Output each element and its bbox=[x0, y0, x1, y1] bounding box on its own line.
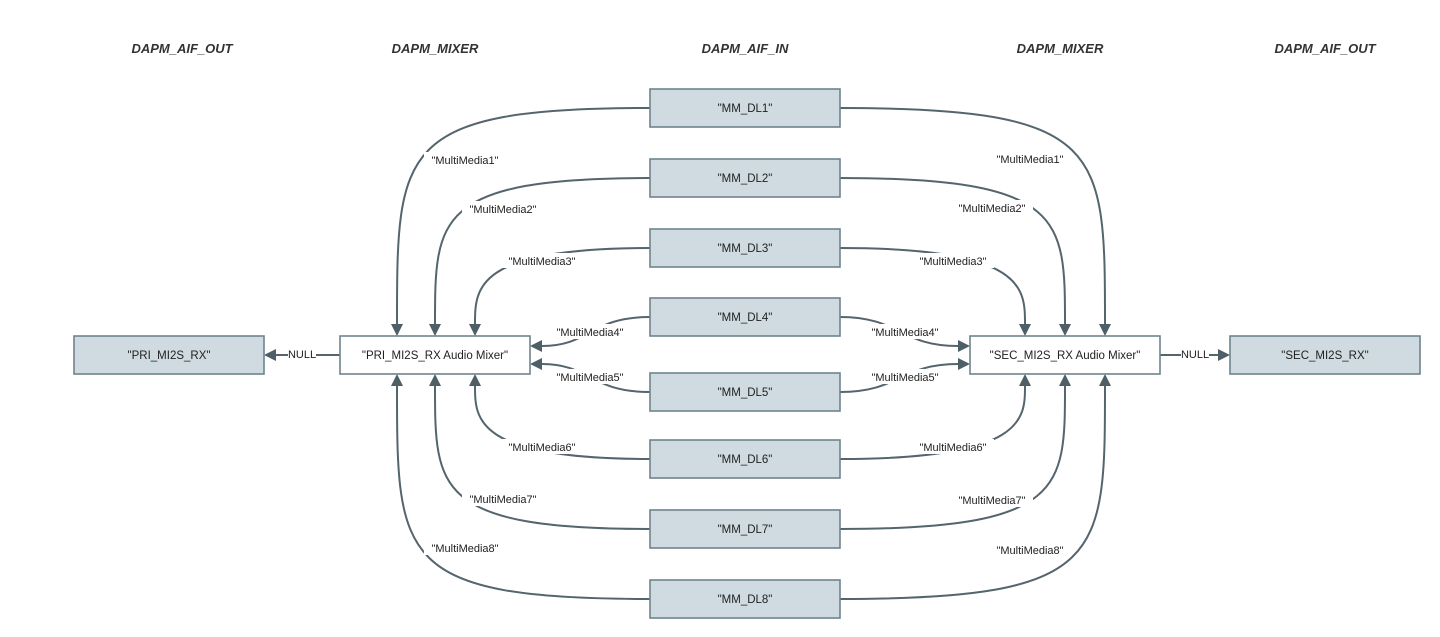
arrowhead bbox=[1099, 324, 1111, 336]
edge bbox=[839, 177, 1066, 325]
column-header: DAPM_AIF_IN bbox=[702, 41, 789, 56]
svg-text:"MultiMedia1": "MultiMedia1" bbox=[996, 154, 1063, 166]
edge-label: "MultiMedia3" bbox=[501, 253, 583, 268]
svg-text:"MultiMedia3": "MultiMedia3" bbox=[919, 256, 986, 268]
svg-text:"MultiMedia2": "MultiMedia2" bbox=[958, 203, 1025, 215]
arrowhead bbox=[1059, 324, 1071, 336]
edge-label: NULL bbox=[288, 346, 316, 361]
input-node-mm-dl7-label: "MM_DL7" bbox=[718, 524, 773, 536]
edge-label: "MultiMedia7" bbox=[951, 492, 1033, 507]
edge-label: "MultiMedia2" bbox=[462, 201, 544, 216]
input-node-mm-dl2-label: "MM_DL2" bbox=[718, 173, 773, 185]
left-mixer-node: "PRI_MI2S_RX Audio Mixer" bbox=[339, 335, 531, 375]
left-output-node: "PRI_MI2S_RX" bbox=[73, 335, 265, 375]
edge bbox=[839, 385, 1066, 530]
svg-text:"MultiMedia8": "MultiMedia8" bbox=[996, 545, 1063, 557]
left-mixer-node-label: "PRI_MI2S_RX Audio Mixer" bbox=[362, 350, 508, 362]
svg-text:"MultiMedia4": "MultiMedia4" bbox=[871, 327, 938, 339]
right-mixer-node-label: "SEC_MI2S_RX Audio Mixer" bbox=[990, 350, 1141, 362]
input-node-mm-dl5-label: "MM_DL5" bbox=[718, 387, 773, 399]
left-output-node-label: "PRI_MI2S_RX" bbox=[128, 350, 211, 362]
input-node-mm-dl3-label: "MM_DL3" bbox=[718, 243, 773, 255]
edge bbox=[474, 247, 651, 325]
arrowhead bbox=[264, 349, 276, 361]
input-node-mm-dl8-label: "MM_DL8" bbox=[718, 594, 773, 606]
input-node-mm-dl3: "MM_DL3" bbox=[649, 228, 841, 268]
arrowhead bbox=[530, 358, 542, 370]
input-node-mm-dl8: "MM_DL8" bbox=[649, 579, 841, 619]
svg-text:NULL: NULL bbox=[1181, 349, 1209, 361]
input-node-mm-dl6: "MM_DL6" bbox=[649, 439, 841, 479]
edge bbox=[839, 385, 1026, 460]
arrowhead bbox=[469, 324, 481, 336]
edge bbox=[839, 107, 1106, 325]
input-node-mm-dl7: "MM_DL7" bbox=[649, 509, 841, 549]
arrowhead bbox=[1059, 374, 1071, 386]
arrowhead bbox=[429, 374, 441, 386]
input-node-mm-dl1-label: "MM_DL1" bbox=[718, 103, 773, 115]
arrowhead bbox=[1218, 349, 1230, 361]
edge bbox=[396, 385, 651, 600]
arrowhead bbox=[429, 324, 441, 336]
edge-label: "MultiMedia4" bbox=[864, 324, 946, 339]
edge-label: "MultiMedia7" bbox=[462, 491, 544, 506]
svg-text:"MultiMedia6": "MultiMedia6" bbox=[508, 442, 575, 454]
input-node-mm-dl6-label: "MM_DL6" bbox=[718, 454, 773, 466]
arrowhead bbox=[1099, 374, 1111, 386]
edge-label: "MultiMedia5" bbox=[549, 369, 631, 384]
edge-label: "MultiMedia3" bbox=[912, 253, 994, 268]
edge-label: "MultiMedia6" bbox=[912, 439, 994, 454]
edge-label: "MultiMedia5" bbox=[864, 369, 946, 384]
input-node-mm-dl2: "MM_DL2" bbox=[649, 158, 841, 198]
edge-label: "MultiMedia4" bbox=[549, 324, 631, 339]
edge-label: "MultiMedia2" bbox=[951, 200, 1033, 215]
column-header: DAPM_MIXER bbox=[1017, 41, 1104, 56]
svg-text:NULL: NULL bbox=[288, 349, 316, 361]
svg-text:"MultiMedia3": "MultiMedia3" bbox=[508, 256, 575, 268]
arrowhead bbox=[530, 340, 542, 352]
arrowhead bbox=[958, 340, 970, 352]
column-header: DAPM_MIXER bbox=[392, 41, 479, 56]
arrowhead bbox=[469, 374, 481, 386]
arrowhead bbox=[391, 374, 403, 386]
input-node-mm-dl5: "MM_DL5" bbox=[649, 372, 841, 412]
column-header: DAPM_AIF_OUT bbox=[131, 41, 233, 56]
arrowhead bbox=[958, 358, 970, 370]
arrowhead bbox=[1019, 374, 1031, 386]
svg-text:"MultiMedia1": "MultiMedia1" bbox=[431, 155, 498, 167]
right-output-node: "SEC_MI2S_RX" bbox=[1229, 335, 1421, 375]
svg-text:"MultiMedia6": "MultiMedia6" bbox=[919, 442, 986, 454]
svg-text:"MultiMedia8": "MultiMedia8" bbox=[431, 543, 498, 555]
input-node-mm-dl1: "MM_DL1" bbox=[649, 88, 841, 128]
edge-label: "MultiMedia1" bbox=[989, 151, 1071, 166]
svg-text:"MultiMedia5": "MultiMedia5" bbox=[871, 372, 938, 384]
edge bbox=[839, 247, 1026, 325]
svg-text:"MultiMedia7": "MultiMedia7" bbox=[958, 495, 1025, 507]
right-mixer-node: "SEC_MI2S_RX Audio Mixer" bbox=[969, 335, 1161, 375]
column-header: DAPM_AIF_OUT bbox=[1274, 41, 1376, 56]
edge bbox=[839, 385, 1106, 600]
edge bbox=[434, 177, 651, 325]
edge-label: NULL bbox=[1181, 346, 1209, 361]
arrowhead bbox=[1019, 324, 1031, 336]
right-output-node-label: "SEC_MI2S_RX" bbox=[1281, 350, 1368, 362]
edge-label: "MultiMedia1" bbox=[424, 152, 506, 167]
edge bbox=[474, 385, 651, 460]
input-node-mm-dl4-label: "MM_DL4" bbox=[718, 312, 773, 324]
edge-label: "MultiMedia6" bbox=[501, 439, 583, 454]
svg-text:"MultiMedia5": "MultiMedia5" bbox=[556, 372, 623, 384]
edge-label: "MultiMedia8" bbox=[989, 542, 1071, 557]
input-node-mm-dl4: "MM_DL4" bbox=[649, 297, 841, 337]
arrowhead bbox=[391, 324, 403, 336]
svg-text:"MultiMedia2": "MultiMedia2" bbox=[469, 204, 536, 216]
edge bbox=[396, 107, 651, 325]
edge-label: "MultiMedia8" bbox=[424, 540, 506, 555]
svg-text:"MultiMedia4": "MultiMedia4" bbox=[556, 327, 623, 339]
svg-text:"MultiMedia7": "MultiMedia7" bbox=[469, 494, 536, 506]
